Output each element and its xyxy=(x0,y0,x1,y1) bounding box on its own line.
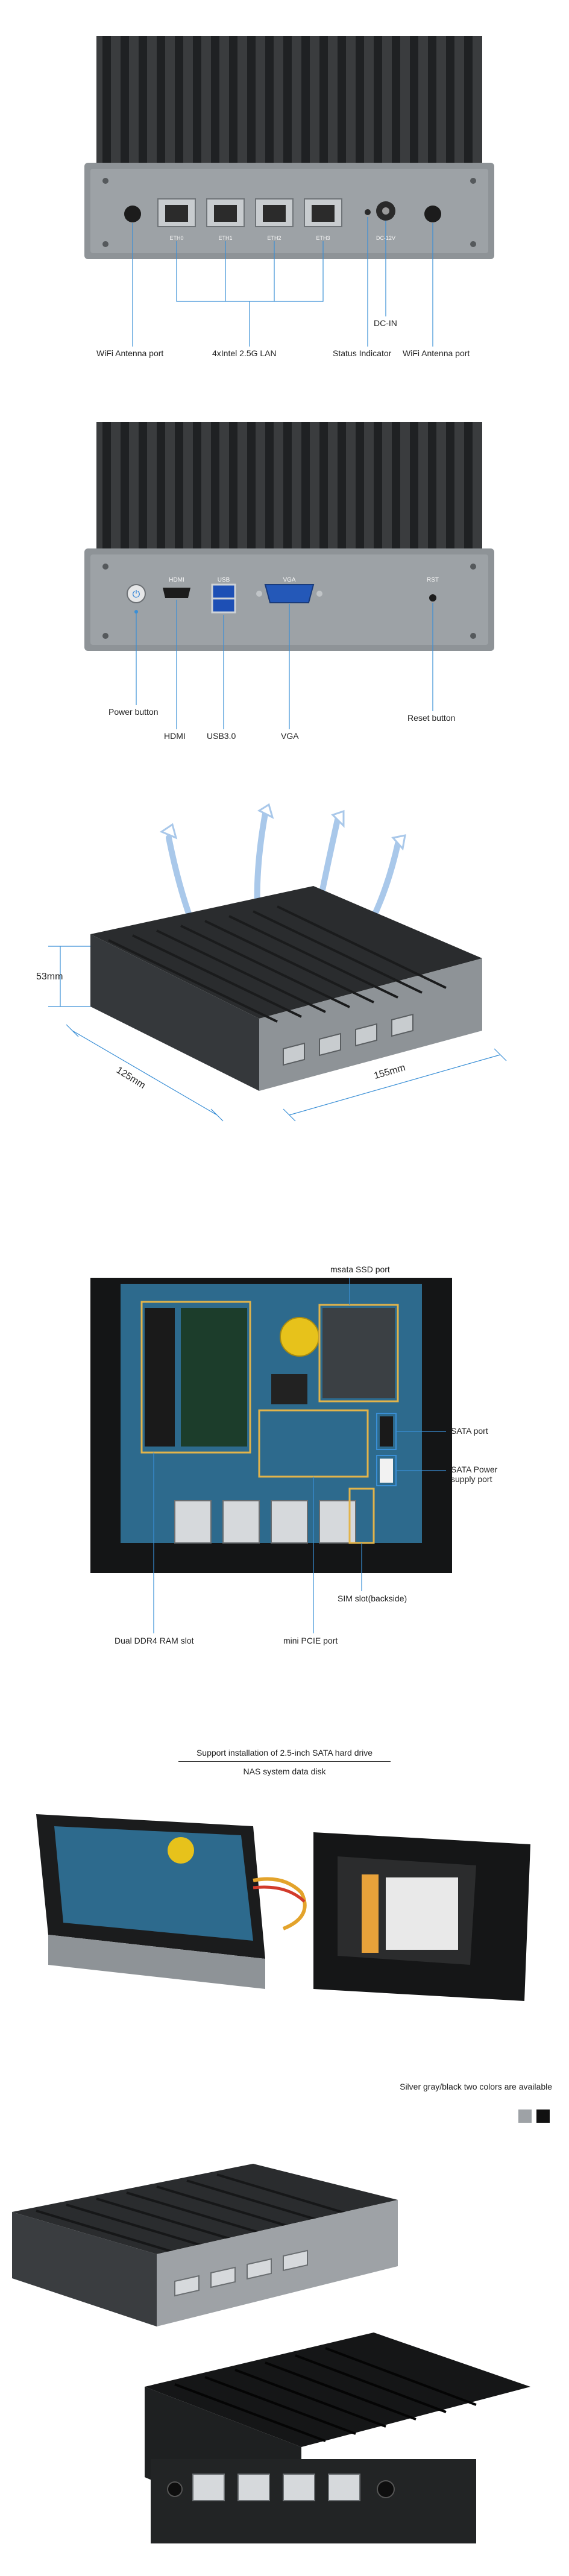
chassis-top xyxy=(90,886,482,1019)
vga-port xyxy=(264,584,315,603)
cpu-chip xyxy=(271,1374,307,1404)
cmos-battery xyxy=(280,1317,319,1357)
panel-usb-label: USB xyxy=(218,577,230,583)
swatch-black xyxy=(536,2109,550,2123)
eth0-label: ETH0 xyxy=(169,235,183,241)
callout-hdmi: HDMI xyxy=(164,731,186,741)
front-callout-lines xyxy=(136,600,433,729)
board-callout-lines xyxy=(153,1278,446,1633)
ethernet-ports xyxy=(157,198,342,227)
ram-slot-1 xyxy=(145,1308,175,1447)
chassis-front xyxy=(259,958,482,1091)
panel-hdmi-label: HDMI xyxy=(169,577,184,583)
callout-vga: VGA xyxy=(281,731,299,741)
callout-usb3: USB3.0 xyxy=(207,731,236,741)
open-chassis-board xyxy=(54,1826,253,1941)
callout-sata-power: SATA Power supply port xyxy=(451,1465,498,1484)
hdd-illustration xyxy=(36,1814,530,2001)
colors-section: Silver gray/black two colors are availab… xyxy=(0,2073,569,2576)
panel-rst-label: RST xyxy=(427,577,439,583)
callout-status-indicator: Status Indicator xyxy=(333,348,392,358)
dimension-lines xyxy=(48,946,507,1122)
motherboard-illustration xyxy=(90,1278,452,1633)
callout-power-button: Power button xyxy=(108,707,159,717)
colors-illustration xyxy=(12,2164,530,2543)
silver-unit-front xyxy=(157,2200,398,2326)
board-view-section: msata SSD port SATA port SATA Power supp… xyxy=(0,1217,569,1688)
ram-slot-2 xyxy=(181,1308,247,1447)
front-view-section: ⏻ HDMI USB VGA RST Power button HDMI USB… xyxy=(0,386,569,771)
hdd-subtitle: NAS system data disk xyxy=(243,1767,326,1776)
power-button[interactable] xyxy=(127,584,146,603)
callout-lan: 4xIntel 2.5G LAN xyxy=(212,348,277,358)
eth2-label: ETH2 xyxy=(267,235,281,241)
panel-vga-label: VGA xyxy=(283,577,295,583)
callout-sata-port: SATA port xyxy=(451,1426,488,1436)
wifi-antenna-hole-right xyxy=(424,206,441,222)
hdd-title: Support installation of 2.5-inch SATA ha… xyxy=(178,1748,391,1762)
hdd-section: Support installation of 2.5-inch SATA ha… xyxy=(0,1736,569,2073)
heatsink-fins xyxy=(96,36,482,169)
status-indicator-led xyxy=(365,209,371,215)
dimensions-illustration xyxy=(48,803,507,1122)
rear-view-section: ETH0 ETH1 ETH2 ETH3 DC-12V WiFi Antenna … xyxy=(0,0,569,374)
swatch-silver-gray xyxy=(518,2109,532,2123)
rear-view-illustration: ETH0 ETH1 ETH2 ETH3 DC-12V xyxy=(84,36,494,347)
rear-callout-lines xyxy=(132,217,433,347)
dimension-height: 53mm xyxy=(36,972,63,982)
callout-msata: msata SSD port xyxy=(330,1264,390,1274)
callout-wifi-antenna-left: WiFi Antenna port xyxy=(96,348,164,358)
callout-wifi-antenna-right: WiFi Antenna port xyxy=(403,348,470,358)
sata-power-port xyxy=(380,1459,393,1483)
front-view-illustration: ⏻ HDMI USB VGA RST xyxy=(84,422,494,729)
hdmi-port xyxy=(163,588,190,598)
sata-cable xyxy=(253,1877,307,1930)
callout-sim-slot: SIM slot(backside) xyxy=(338,1594,407,1603)
sata-port xyxy=(380,1416,393,1447)
wifi-antenna-hole-left xyxy=(124,206,141,222)
dimensions-section: 53mm 125mm 155mm xyxy=(0,778,569,1175)
color-availability-note: Silver gray/black two colors are availab… xyxy=(400,2082,552,2091)
callout-dc-in: DC-IN xyxy=(374,318,397,328)
reset-button[interactable] xyxy=(429,594,436,602)
svg-text:⏻: ⏻ xyxy=(133,588,140,600)
chassis-side xyxy=(90,934,259,1091)
eth1-label: ETH1 xyxy=(218,235,232,241)
callout-mini-pcie: mini PCIE port xyxy=(283,1636,338,1645)
callout-reset-button: Reset button xyxy=(407,713,456,723)
callout-ram-slot: Dual DDR4 RAM slot xyxy=(115,1636,194,1645)
msata-slot xyxy=(322,1308,395,1398)
eth3-label: ETH3 xyxy=(316,235,330,241)
